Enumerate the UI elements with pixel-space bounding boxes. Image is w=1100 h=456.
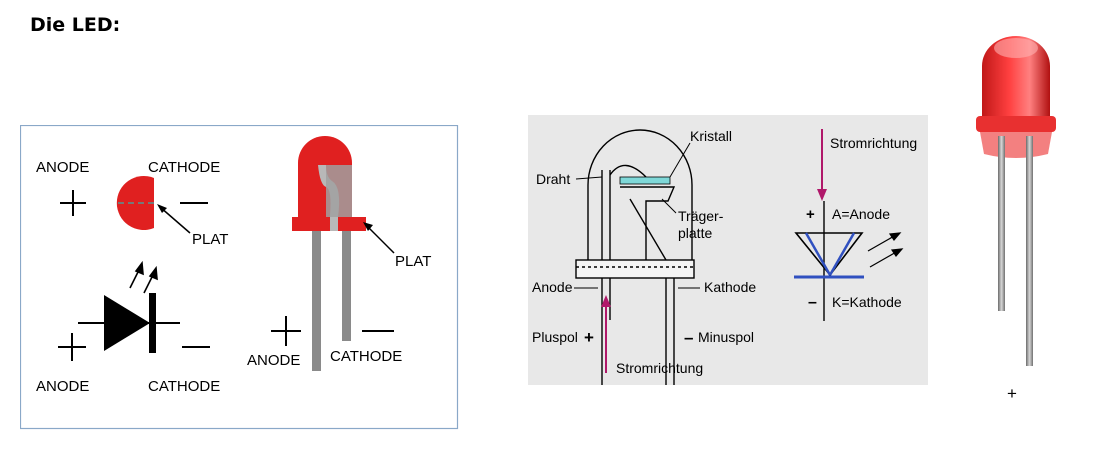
label-stromrichtung-top: Stromrichtung — [830, 135, 917, 151]
led-construction-panel: Kristall Draht Träger- platte Anode Kath… — [528, 115, 928, 385]
label-plat-2: PLAT — [395, 253, 431, 270]
led-symbol-panel: ANODE CATHODE PLAT ANODE CATHODE P — [20, 125, 460, 431]
label-cathode-side: CATHODE — [330, 348, 402, 365]
label-minuspol: Minuspol — [698, 329, 754, 345]
label-cathode-top: CATHODE — [148, 159, 220, 176]
label-kathode: Kathode — [704, 279, 756, 295]
led-photo — [968, 26, 1078, 366]
led-photo-body — [976, 36, 1056, 158]
crystal — [620, 177, 670, 184]
minus-sign-minuspol: – — [684, 328, 693, 347]
label-traeger-2: platte — [678, 225, 712, 241]
label-a-anode: A=Anode — [832, 206, 890, 222]
page-title: Die LED: — [30, 14, 120, 36]
label-draht: Draht — [536, 171, 570, 187]
led-photo-lead-cathode — [1026, 136, 1033, 366]
minus-sign-kathode: – — [808, 294, 817, 311]
label-k-kathode: K=Kathode — [832, 294, 902, 310]
label-kristall: Kristall — [690, 128, 732, 144]
label-anode-side: ANODE — [247, 352, 300, 369]
label-plat-1: PLAT — [192, 231, 228, 248]
label-traeger-1: Träger- — [678, 208, 724, 224]
led-photo-plus-label: + — [1007, 384, 1017, 404]
label-anode-bottom: ANODE — [36, 378, 89, 395]
label-pluspol: Pluspol — [532, 329, 578, 345]
label-cathode-bottom: CATHODE — [148, 378, 220, 395]
led-photo-lead-anode — [998, 136, 1005, 311]
label-stromrichtung-bottom: Stromrichtung — [616, 360, 703, 376]
plus-sign-anode: + — [806, 206, 815, 223]
plus-sign-pluspol: + — [584, 328, 594, 347]
label-anode: Anode — [532, 279, 573, 295]
label-anode-top: ANODE — [36, 159, 89, 176]
